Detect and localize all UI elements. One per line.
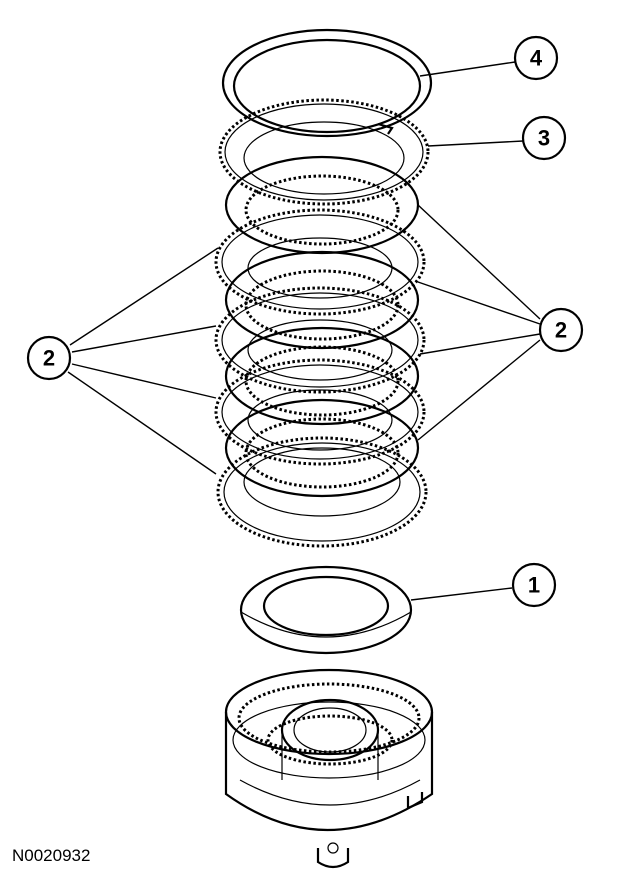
clutch-plate xyxy=(214,286,426,394)
callout-4-label: 4 xyxy=(530,46,543,71)
callout-1-label: 1 xyxy=(528,573,540,598)
clutch-plate xyxy=(224,398,420,498)
figure-id: N0020932 xyxy=(12,846,91,865)
callout-2-left-label: 2 xyxy=(43,346,55,371)
callout-2-right-circle xyxy=(538,307,584,353)
callout-2-left: 2 xyxy=(26,335,72,381)
leader-lines xyxy=(67,61,541,601)
callout-4-circle xyxy=(513,35,559,81)
callout-2-right-label: 2 xyxy=(555,318,567,343)
callout-3: 3 xyxy=(521,115,567,161)
callout-1-circle xyxy=(511,562,557,608)
clutch-plate xyxy=(224,250,420,350)
callout-2-right: 2 xyxy=(538,307,584,353)
callout-3-label: 3 xyxy=(538,126,550,151)
clutch-drum xyxy=(224,668,434,869)
apply-ring xyxy=(239,565,413,655)
clutch-pack xyxy=(214,155,428,548)
snap-ring xyxy=(221,28,433,138)
callout-1: 1 xyxy=(511,562,557,608)
callout-3-circle xyxy=(521,115,567,161)
pressure-plate xyxy=(218,98,430,206)
clutch-plate xyxy=(214,358,426,466)
callout-2-left-circle xyxy=(26,335,72,381)
callout-4: 4 xyxy=(513,35,559,81)
clutch-plate xyxy=(224,326,420,426)
clutch-plate xyxy=(216,436,428,548)
